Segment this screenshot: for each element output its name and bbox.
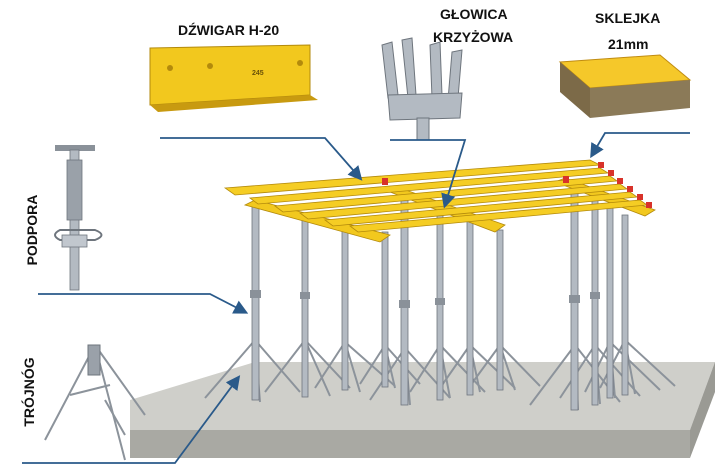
plywood-label-line1: SKLEJKA [595, 10, 661, 26]
cross-head-product-image [381, 37, 463, 141]
leader-cross-head [390, 139, 467, 209]
leader-tripod [22, 375, 241, 464]
prop-product-image [54, 145, 103, 291]
cross-head-label-line2: KRZYŻOWA [433, 29, 514, 45]
prop-label: PODPORA [24, 194, 40, 266]
leader-lines [22, 132, 690, 464]
cross-head-label-line1: GŁOWICA [440, 6, 508, 22]
tripod-label: TRÓJNÓG [21, 357, 37, 427]
props [250, 189, 629, 411]
leader-beam [160, 137, 363, 181]
plywood-label-line2: 21mm [608, 36, 649, 52]
leader-prop [38, 293, 249, 314]
tripod-product-image [44, 344, 146, 461]
plywood-product-image [558, 54, 692, 118]
leader-plywood [590, 132, 690, 159]
beam-marking: 245 [252, 70, 264, 77]
beam-label: DŹWIGAR H-20 [178, 22, 280, 38]
beam-product-image [149, 44, 318, 112]
